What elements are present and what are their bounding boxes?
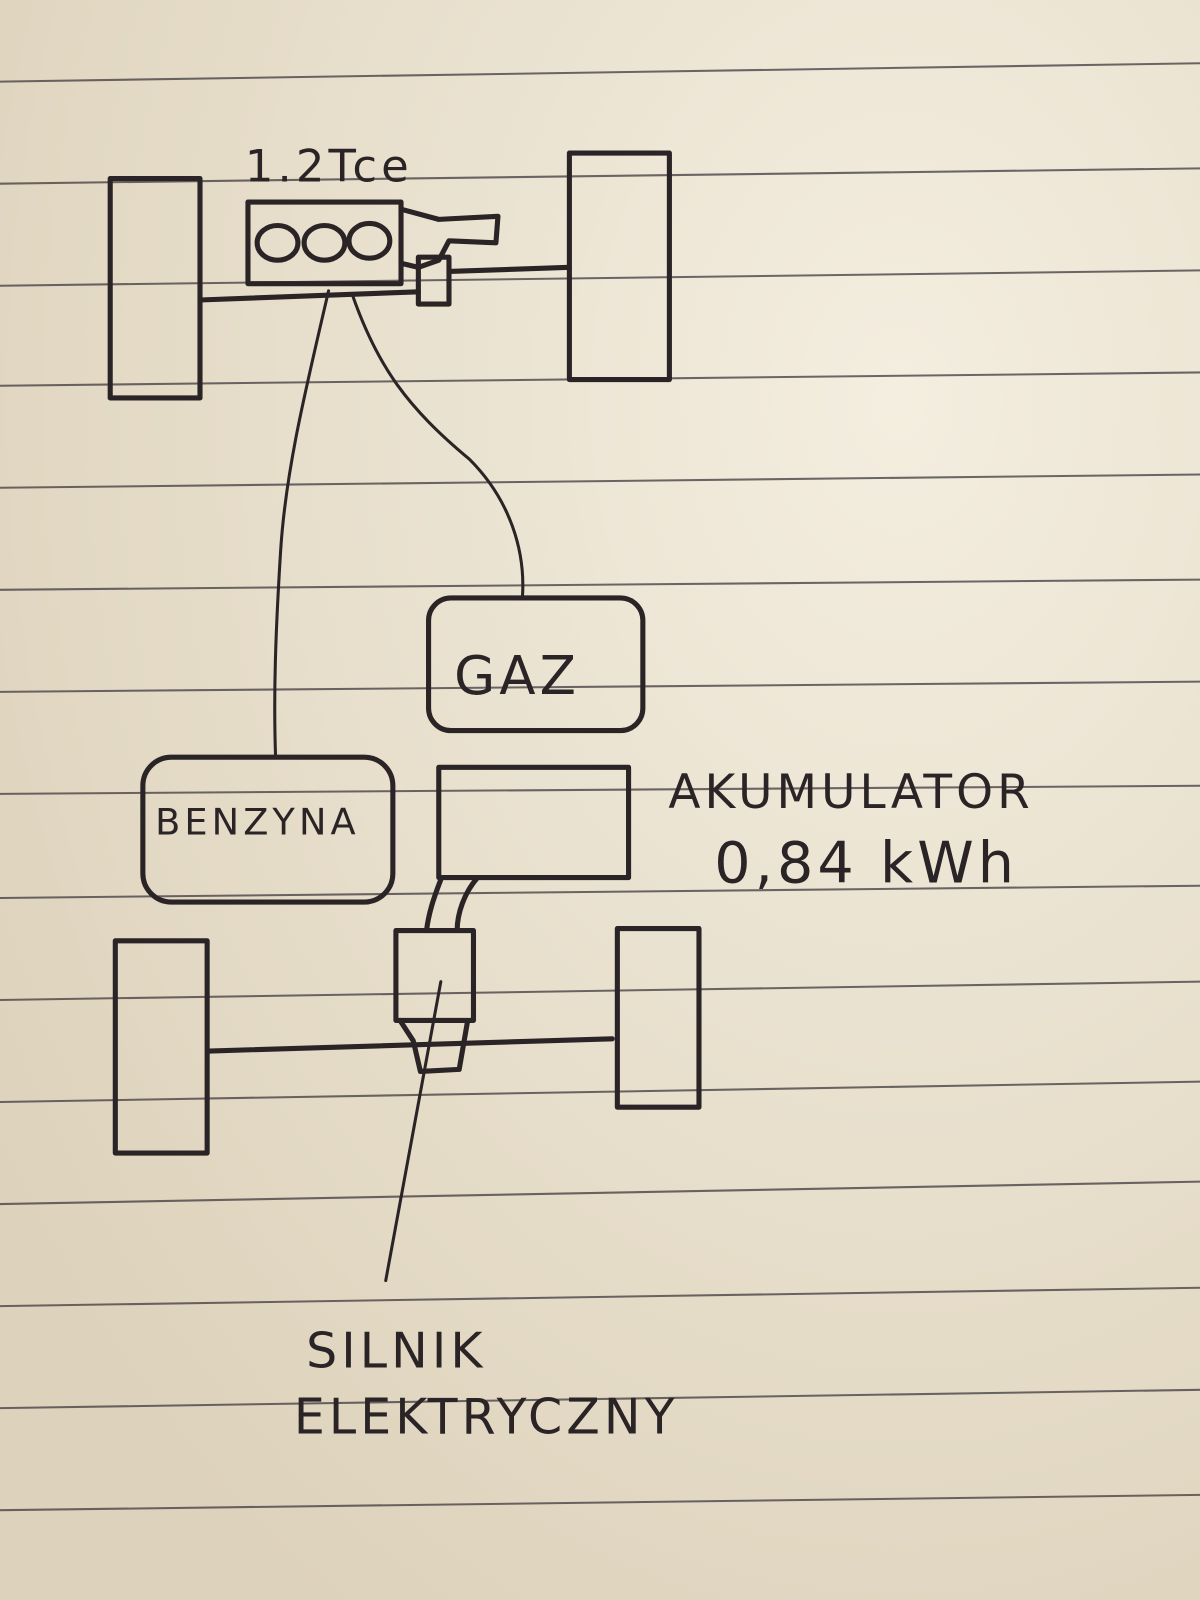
front-axle: 1.2Tce [107, 140, 672, 401]
motor-label-line1: SILNIK [306, 1322, 486, 1379]
battery-cable [423, 875, 481, 934]
gas-tank: GAZ [426, 595, 646, 734]
front-axle-shaft-left [197, 289, 421, 303]
petrol-tank: BENZYNA [140, 754, 396, 905]
engine-label: 1.2Tce [245, 140, 413, 193]
engine-block [245, 199, 404, 287]
petrol-tank-label: BENZYNA [155, 801, 360, 844]
motor-label-line2: ELEKTRYCZNY [294, 1389, 679, 1446]
cylinder-2 [301, 222, 348, 263]
front-left-wheel [107, 176, 203, 401]
rear-right-wheel [614, 926, 702, 1110]
rear-axle-shaft [206, 1036, 615, 1054]
battery-label: AKUMULATOR [668, 765, 1033, 820]
motor-reducer [397, 1017, 470, 1074]
motor-pointer-line [384, 980, 443, 1283]
cylinder-1 [254, 222, 301, 263]
battery [436, 764, 632, 881]
front-axle-shaft-right [446, 264, 572, 274]
gas-tank-label: GAZ [454, 645, 580, 707]
gearbox [398, 206, 501, 270]
differential [415, 254, 452, 307]
petrol-line [273, 289, 331, 757]
rear-left-wheel [112, 938, 210, 1156]
cylinder-3 [346, 220, 393, 261]
gas-line [350, 292, 525, 599]
battery-capacity: 0,84 kWh [714, 831, 1018, 897]
